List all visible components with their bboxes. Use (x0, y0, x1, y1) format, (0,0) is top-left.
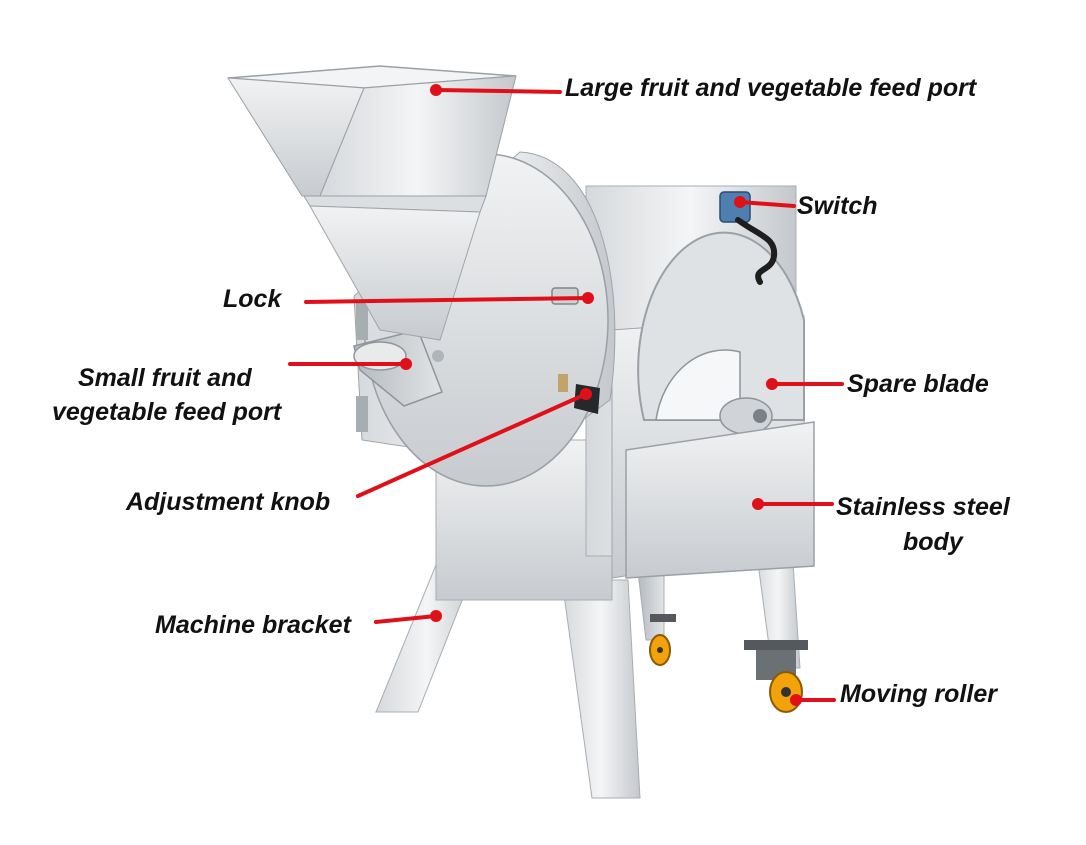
callout-small-feed-port: Small fruit and vegetable feed port (52, 358, 412, 426)
label-spare-blade: Spare blade (847, 370, 989, 398)
callout-moving-roller: Moving roller (790, 680, 998, 708)
callout-body: Stainless steel body (752, 493, 1011, 556)
label-small-feed-port-line1: Small fruit and (78, 364, 252, 392)
callout-adjustment-knob: Adjustment knob (125, 388, 592, 516)
moving-roller-wheels (649, 614, 808, 713)
large-hopper (227, 65, 517, 341)
label-lock: Lock (223, 285, 282, 313)
callout-lock: Lock (223, 285, 594, 313)
label-adjustment-knob: Adjustment knob (125, 488, 330, 516)
label-switch: Switch (797, 192, 878, 220)
label-small-feed-port-line2: vegetable feed port (52, 398, 283, 426)
callout-switch: Switch (734, 192, 878, 220)
label-large-feed-port: Large fruit and vegetable feed port (565, 74, 978, 102)
label-body-line1: Stainless steel (836, 493, 1011, 521)
callout-spare-blade: Spare blade (766, 370, 989, 398)
callout-machine-bracket: Machine bracket (155, 610, 442, 639)
machine-illustration (227, 65, 815, 799)
label-machine-bracket: Machine bracket (155, 611, 353, 639)
label-body-line2: body (903, 528, 964, 556)
callout-large-feed-port: Large fruit and vegetable feed port (430, 74, 978, 102)
label-moving-roller: Moving roller (840, 680, 998, 708)
